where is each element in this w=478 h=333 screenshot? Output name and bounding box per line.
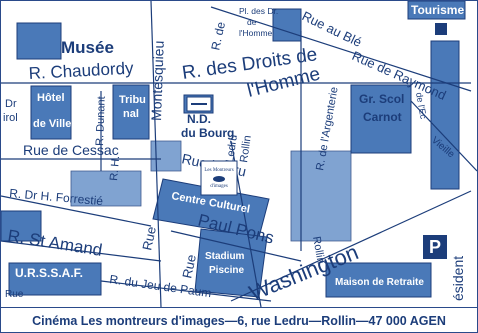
block-musee <box>16 22 62 60</box>
label-de-small: de <box>247 17 257 27</box>
road-au-ble <box>210 6 472 92</box>
label-nd-2: du Bourg <box>181 126 234 140</box>
svg-text:d'images: d'images <box>210 184 228 189</box>
map-caption: Cinéma Les montreurs d'images—6, rue Led… <box>1 307 477 332</box>
block-light-3 <box>150 140 182 172</box>
label-maison-de-retraite: Maison de Retraite <box>335 277 424 288</box>
block-small-2 <box>430 40 460 190</box>
block-small-3 <box>1 210 42 242</box>
block-light-1 <box>70 170 142 207</box>
label-hotel: Hôtel <box>37 92 65 104</box>
label-stadium-2: Piscine <box>209 265 244 276</box>
label-carnot: Carnot <box>363 110 402 124</box>
block-hotel-de-ville <box>30 85 72 140</box>
road-forrestie <box>1 195 152 227</box>
label-tribunal-2: nal <box>123 108 139 120</box>
label-urssaf: U.R.S.S.A.F. <box>15 266 83 280</box>
label-gr-scol: Gr. Scol <box>359 92 404 106</box>
label-ledru: Ledru <box>224 134 240 164</box>
road-paul-pons <box>170 230 302 262</box>
label-rollin-2: Rollin <box>310 235 327 264</box>
label-stadium-1: Stadium <box>205 251 245 262</box>
label-rue-2: Rue <box>179 253 199 279</box>
road-washington <box>230 190 472 302</box>
road-vieille <box>410 100 477 172</box>
block-tribunal <box>112 84 150 140</box>
block-tourisme <box>407 1 466 20</box>
label-tribunal-1: Tribu <box>119 94 146 106</box>
church-icon <box>186 96 212 112</box>
label-r-de: R. de <box>208 20 228 51</box>
label-r-h: R. H. <box>108 155 122 181</box>
label-de-l-ec: de l'Ec <box>414 92 429 121</box>
label-tourisme: Tourisme <box>411 3 464 17</box>
block-gr-scol <box>350 84 412 154</box>
label-de-ville: de Ville <box>33 118 71 130</box>
block-urssaf <box>8 262 102 296</box>
label-l-homme-small: l'Homme <box>239 28 273 38</box>
label-rue-1: Rue <box>139 225 159 251</box>
tourism-marker <box>435 23 447 35</box>
label-president: ésident <box>450 256 466 301</box>
road-jeu-de-paume <box>100 280 272 302</box>
label-pl-des-dr: Pl. des Dr. <box>239 6 278 16</box>
cinema-marker-icon[interactable]: Les Montreurs d'images <box>200 160 238 196</box>
parking-sign: P <box>423 235 447 259</box>
road-montesquieu <box>150 1 162 307</box>
label-rue-de-cessac: Rue de Cessac <box>23 142 119 158</box>
label-nd-1: N.D. <box>187 112 211 126</box>
block-maison-retraite <box>325 262 432 298</box>
label-musee: Musée <box>61 38 114 57</box>
svg-text:P: P <box>429 237 441 257</box>
label-montesquieu: Montesquieu <box>148 40 167 121</box>
label-rollin: Rollin <box>238 134 254 163</box>
street-map[interactable]: Tourisme Pl. des Dr. de l'Homme R. de Ru… <box>1 1 477 307</box>
label-dr: Dr <box>5 98 17 110</box>
svg-text:Les Montreurs: Les Montreurs <box>204 168 233 173</box>
label-rue-small: Rue <box>5 289 24 300</box>
label-irol: irol <box>3 112 18 124</box>
block-light-2 <box>290 150 352 242</box>
road-st-amand <box>1 240 162 262</box>
label-r-dunant: R. Dunant <box>94 96 108 146</box>
